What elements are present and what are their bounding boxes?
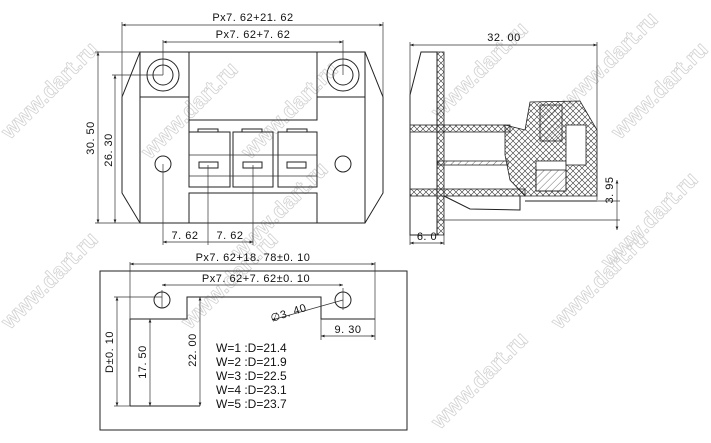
dim-height-hole: 26. 30	[103, 133, 115, 167]
table-row: W=5 :D=23.7	[216, 397, 287, 411]
dim-flange: 6. 0	[417, 231, 437, 243]
dim-height-total: 30. 50	[85, 121, 97, 155]
watermark: www.dart.ru	[425, 327, 533, 435]
dim-pitch-2: 7. 62	[217, 230, 244, 242]
dim-height-low: 17. 50	[137, 345, 149, 379]
watermark: www.dart.ru	[0, 227, 103, 335]
dim-hole-diameter: ∅3. 40	[269, 302, 308, 325]
dim-cutout-pitch: Px7. 62+7. 62±0. 10	[202, 273, 310, 285]
table-row: W=3 :D=22.5	[216, 369, 287, 383]
dim-pitch-1: 7. 62	[172, 230, 199, 242]
side-view: 32. 00 3. 95 6. 0	[409, 32, 620, 245]
depth-table: W=1 :D=21.4 W=2 :D=21.9 W=3 :D=22.5 W=4 …	[216, 341, 287, 411]
dim-overall-width: Px7. 62+21. 62	[212, 12, 293, 24]
table-row: W=1 :D=21.4	[216, 341, 287, 355]
dim-offset-bottom: 3. 95	[604, 177, 616, 204]
dim-edge-offset: 9. 30	[335, 324, 362, 336]
front-view: Px7. 62+21. 62 Px7. 62+7. 62 30. 50 26. …	[85, 12, 384, 245]
dim-cutout-width: Px7. 62+18. 78±0. 10	[196, 252, 311, 264]
dim-height-high: 22. 00	[187, 333, 199, 367]
dim-depth-label: D±0. 10	[104, 331, 116, 373]
dim-hole-pitch: Px7. 62+7. 62	[216, 29, 291, 41]
panel-cutout-view: Px7. 62+18. 78±0. 10 Px7. 62+7. 62±0. 10…	[99, 252, 408, 431]
table-row: W=4 :D=23.1	[216, 383, 287, 397]
dim-depth: 32. 00	[487, 32, 521, 44]
table-row: W=2 :D=21.9	[216, 355, 287, 369]
